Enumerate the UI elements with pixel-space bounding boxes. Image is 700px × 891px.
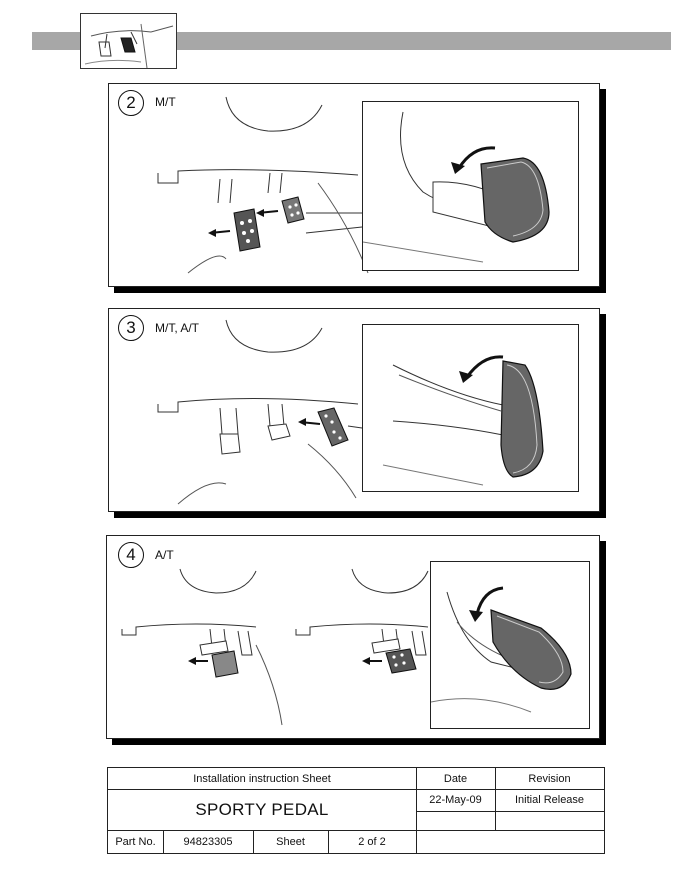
step-number: 4 [118, 542, 144, 568]
step-4-pedal-illustration [121, 568, 429, 726]
pedal-cover-detail-illustration [382, 355, 544, 486]
step-label: M/T [155, 95, 176, 109]
step-label: M/T, A/T [155, 321, 200, 335]
step-4-detail-view [430, 561, 590, 729]
revision-header: Revision [528, 773, 571, 785]
step-number: 3 [118, 315, 144, 341]
sheet-value: 2 of 2 [358, 836, 386, 848]
step-number: 2 [118, 90, 144, 116]
step-3-panel: 3 M/T, A/T [108, 308, 606, 518]
sheet-title: Installation instruction Sheet [193, 773, 331, 785]
title-block: Installation instruction Sheet Date Revi… [107, 767, 605, 854]
part-no-value: 94823305 [183, 836, 233, 848]
date-value: 22-May-09 [429, 794, 482, 806]
step-2-panel: 2 M/T [108, 83, 606, 293]
revision-value: Initial Release [514, 794, 585, 806]
pedal-cover-detail-illustration [362, 111, 550, 263]
sheet-label: Sheet [276, 836, 305, 848]
part-no-label: Part No. [115, 836, 156, 848]
pedal-cover-detail-illustration [430, 586, 572, 713]
step-3-pedal-illustration [157, 319, 363, 505]
date-header: Date [443, 773, 468, 785]
step-3-detail-view [362, 324, 579, 492]
step-label: A/T [155, 548, 174, 562]
step-2-detail-view [362, 101, 579, 271]
header-thumbnail [80, 13, 177, 69]
step-4-panel: 4 A/T [106, 535, 606, 745]
step-2-pedal-illustration [157, 96, 369, 274]
product-name: SPORTY PEDAL [195, 800, 329, 819]
pedal-thumbnail-illustration [84, 23, 174, 69]
header-bar [32, 32, 671, 50]
